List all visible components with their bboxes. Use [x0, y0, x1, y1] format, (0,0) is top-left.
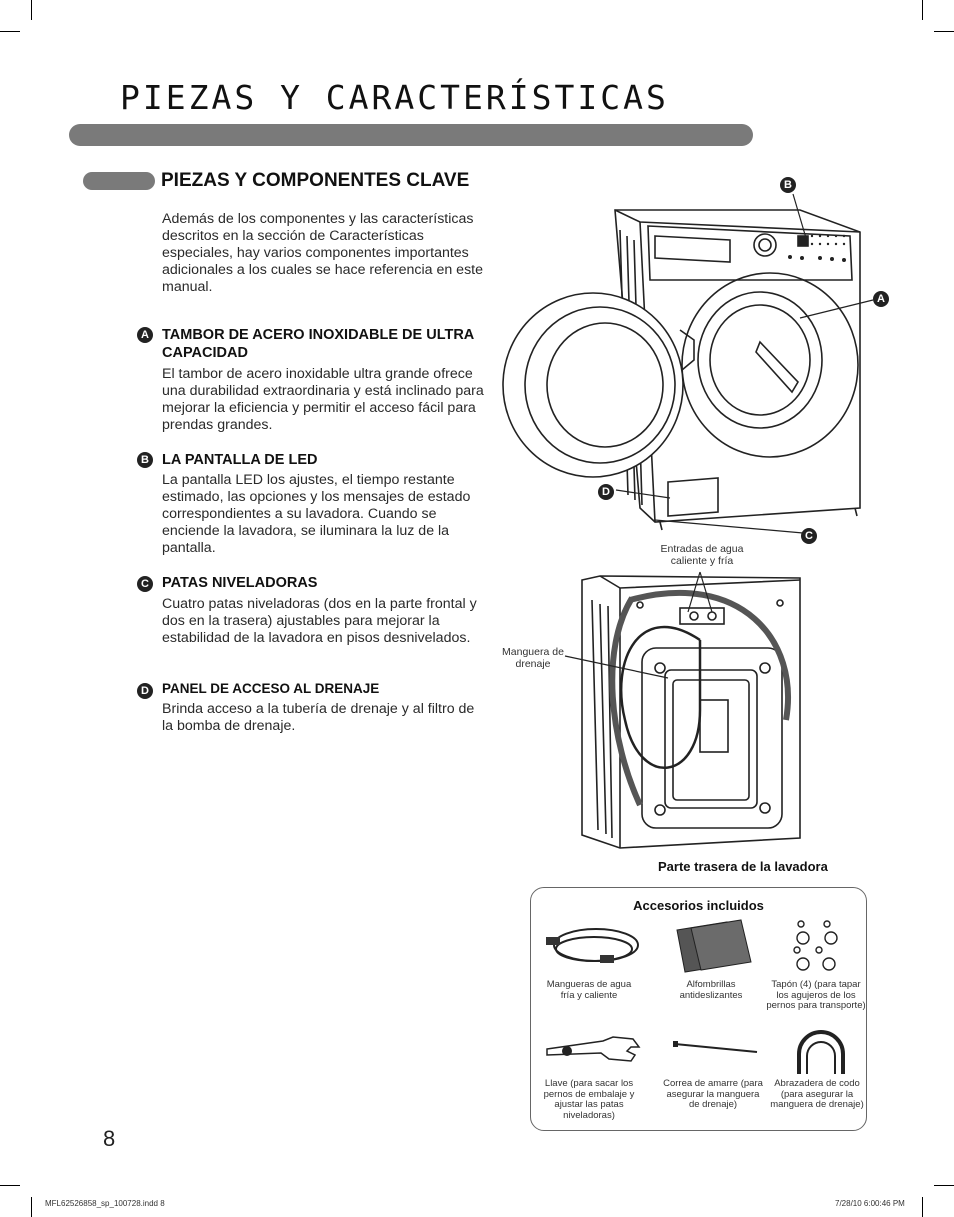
drain-hose-label: Manguera de drenaje — [502, 646, 564, 670]
tie-strap-icon — [673, 1041, 758, 1053]
crop-mark — [31, 0, 32, 20]
accessory-label-caps: Tapón (4) (para tapar los agujeros de lo… — [766, 979, 866, 1011]
badge-c: C — [137, 576, 153, 592]
accessory-label-elbow-bracket: Abrazadera de codo (para asegurar la man… — [770, 1078, 864, 1110]
badge-c-callout: C — [801, 528, 817, 544]
footer-date: 7/28/10 6:00:46 PM — [835, 1199, 905, 1208]
section-title: PIEZAS Y COMPONENTES CLAVE — [161, 170, 470, 191]
accessory-label-mats: Alfombrillas antideslizantes — [679, 979, 743, 1001]
badge-b-callout: B — [780, 177, 796, 193]
washer-front-illustration — [502, 193, 874, 534]
intro-paragraph: Además de los componentes y las caracter… — [162, 211, 483, 295]
inlets-label: Entradas de agua caliente y fría — [660, 543, 744, 567]
accessory-label-hoses: Mangueras de agua fría y caliente — [546, 979, 632, 1001]
mats-icon — [676, 919, 752, 973]
accessories-title: Accesorios incluidos — [633, 898, 764, 913]
crop-mark — [922, 1197, 923, 1217]
elbow-bracket-icon — [797, 1030, 845, 1074]
accessory-label-tie-strap: Correa de amarre (para asegurar la mangu… — [663, 1078, 763, 1110]
crop-mark — [0, 31, 20, 32]
accessory-label-wrench: Llave (para sacar los pernos de embalaje… — [543, 1078, 635, 1121]
caps-icon — [793, 920, 838, 971]
page-title: PIEZAS Y CARACTERÍSTICAS — [120, 78, 669, 117]
section-pill — [83, 172, 155, 190]
item-d-body: Brinda acceso a la tubería de drenaje y … — [162, 701, 475, 734]
badge-b: B — [137, 452, 153, 468]
item-c-heading: PATAS NIVELADORAS — [162, 575, 318, 591]
badge-d-callout: D — [598, 484, 614, 500]
crop-mark — [31, 1197, 32, 1217]
rear-caption: Parte trasera de la lavadora — [658, 859, 828, 874]
crop-mark — [0, 1185, 20, 1186]
washer-rear-illustration — [564, 571, 801, 849]
accessories-box: Accesorios incluidos Mangueras de agua f… — [530, 887, 867, 1131]
item-d-heading: PANEL DE ACCESO AL DRENAJE — [162, 681, 380, 696]
item-c-body: Cuatro patas niveladoras (dos en la part… — [162, 596, 477, 646]
crop-mark — [934, 1185, 954, 1186]
crop-mark — [922, 0, 923, 20]
item-b-heading: LA PANTALLA DE LED — [162, 452, 318, 468]
hoses-icon — [546, 928, 639, 963]
page-number: 8 — [103, 1126, 116, 1151]
item-a-body: El tambor de acero inoxidable ultra gran… — [162, 366, 484, 433]
title-bar — [69, 124, 753, 146]
badge-d: D — [137, 683, 153, 699]
badge-a-callout: A — [873, 291, 889, 307]
item-a-heading: TAMBOR DE ACERO INOXIDABLE DE ULTRA CAPA… — [162, 327, 474, 361]
wrench-icon — [546, 1036, 641, 1062]
badge-a: A — [137, 327, 153, 343]
item-b-body: La pantalla LED los ajustes, el tiempo r… — [162, 472, 471, 556]
crop-mark — [934, 31, 954, 32]
footer-file: MFL62526858_sp_100728.indd 8 — [45, 1199, 165, 1208]
